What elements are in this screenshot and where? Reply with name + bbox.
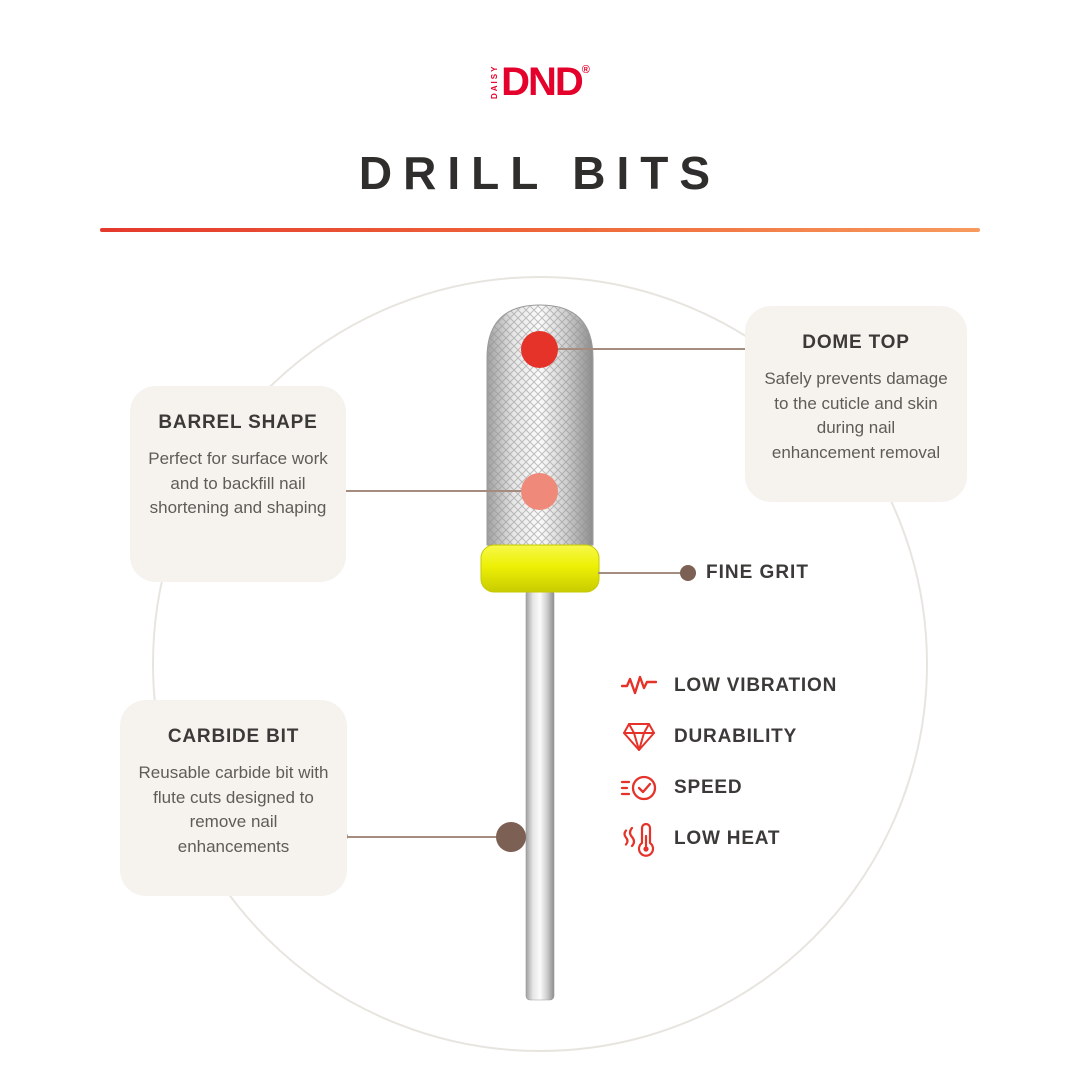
feature-speed: SPEED <box>618 770 837 806</box>
callout-label-fine-grit: FINE GRIT <box>706 562 809 583</box>
registered-trademark-symbol: ® <box>581 64 590 76</box>
feature-durability: DURABILITY <box>618 719 837 755</box>
page-title: DRILL BITS <box>358 147 722 199</box>
feature-low-vibration: LOW VIBRATION <box>618 668 837 704</box>
feature-label-low-heat: LOW HEAT <box>674 828 781 849</box>
connector-line-dome-top <box>540 348 762 350</box>
feature-label-low-vibration: LOW VIBRATION <box>674 675 838 696</box>
connector-line-fine-grit <box>598 572 686 574</box>
brand-logo-name: DND <box>501 60 584 104</box>
dome-top-marker-dot <box>521 331 558 368</box>
callout-body-barrel-shape: Perfect for surface work and to backfill… <box>148 449 328 518</box>
drill-grit-band <box>480 544 600 593</box>
callout-title-barrel-shape: BARREL SHAPE <box>158 412 318 433</box>
connector-line-carbide-bit <box>343 836 511 838</box>
brand-logo-daisy-text: DAISY <box>490 64 500 99</box>
carbide-bit-marker-dot <box>496 822 526 852</box>
feature-low-heat: LOW HEAT <box>618 821 837 857</box>
thermometer-icon <box>618 821 660 857</box>
callout-title-carbide-bit: CARBIDE BIT <box>167 726 300 747</box>
feature-label-durability: DURABILITY <box>674 726 798 747</box>
connector-line-barrel-shape <box>340 490 540 492</box>
speedometer-icon <box>618 772 660 804</box>
brand-logo: DAISY DND ® <box>490 60 590 104</box>
drill-shaft <box>525 589 555 1001</box>
callout-body-carbide-bit: Reusable carbide bit with flute cuts des… <box>138 763 329 856</box>
callout-card-dome-top: DOME TOP Safely prevents damage to the c… <box>745 306 967 502</box>
backdrop-circle <box>152 276 928 1052</box>
callout-card-carbide-bit: CARBIDE BIT Reusable carbide bit with fl… <box>120 700 347 896</box>
callout-body-dome-top: Safely prevents damage to the cuticle an… <box>764 369 948 462</box>
diamond-icon <box>618 722 660 752</box>
drill-bit-illustration <box>480 304 600 1001</box>
fine-grit-marker-dot <box>680 565 696 581</box>
vibration-icon <box>618 671 660 701</box>
barrel-shape-marker-dot <box>521 473 558 510</box>
title-divider <box>100 228 980 232</box>
callout-card-barrel-shape: BARREL SHAPE Perfect for surface work an… <box>130 386 346 582</box>
feature-label-speed: SPEED <box>674 777 743 798</box>
callout-title-dome-top: DOME TOP <box>802 332 910 353</box>
features-list: LOW VIBRATION DURABILITY <box>618 668 837 857</box>
